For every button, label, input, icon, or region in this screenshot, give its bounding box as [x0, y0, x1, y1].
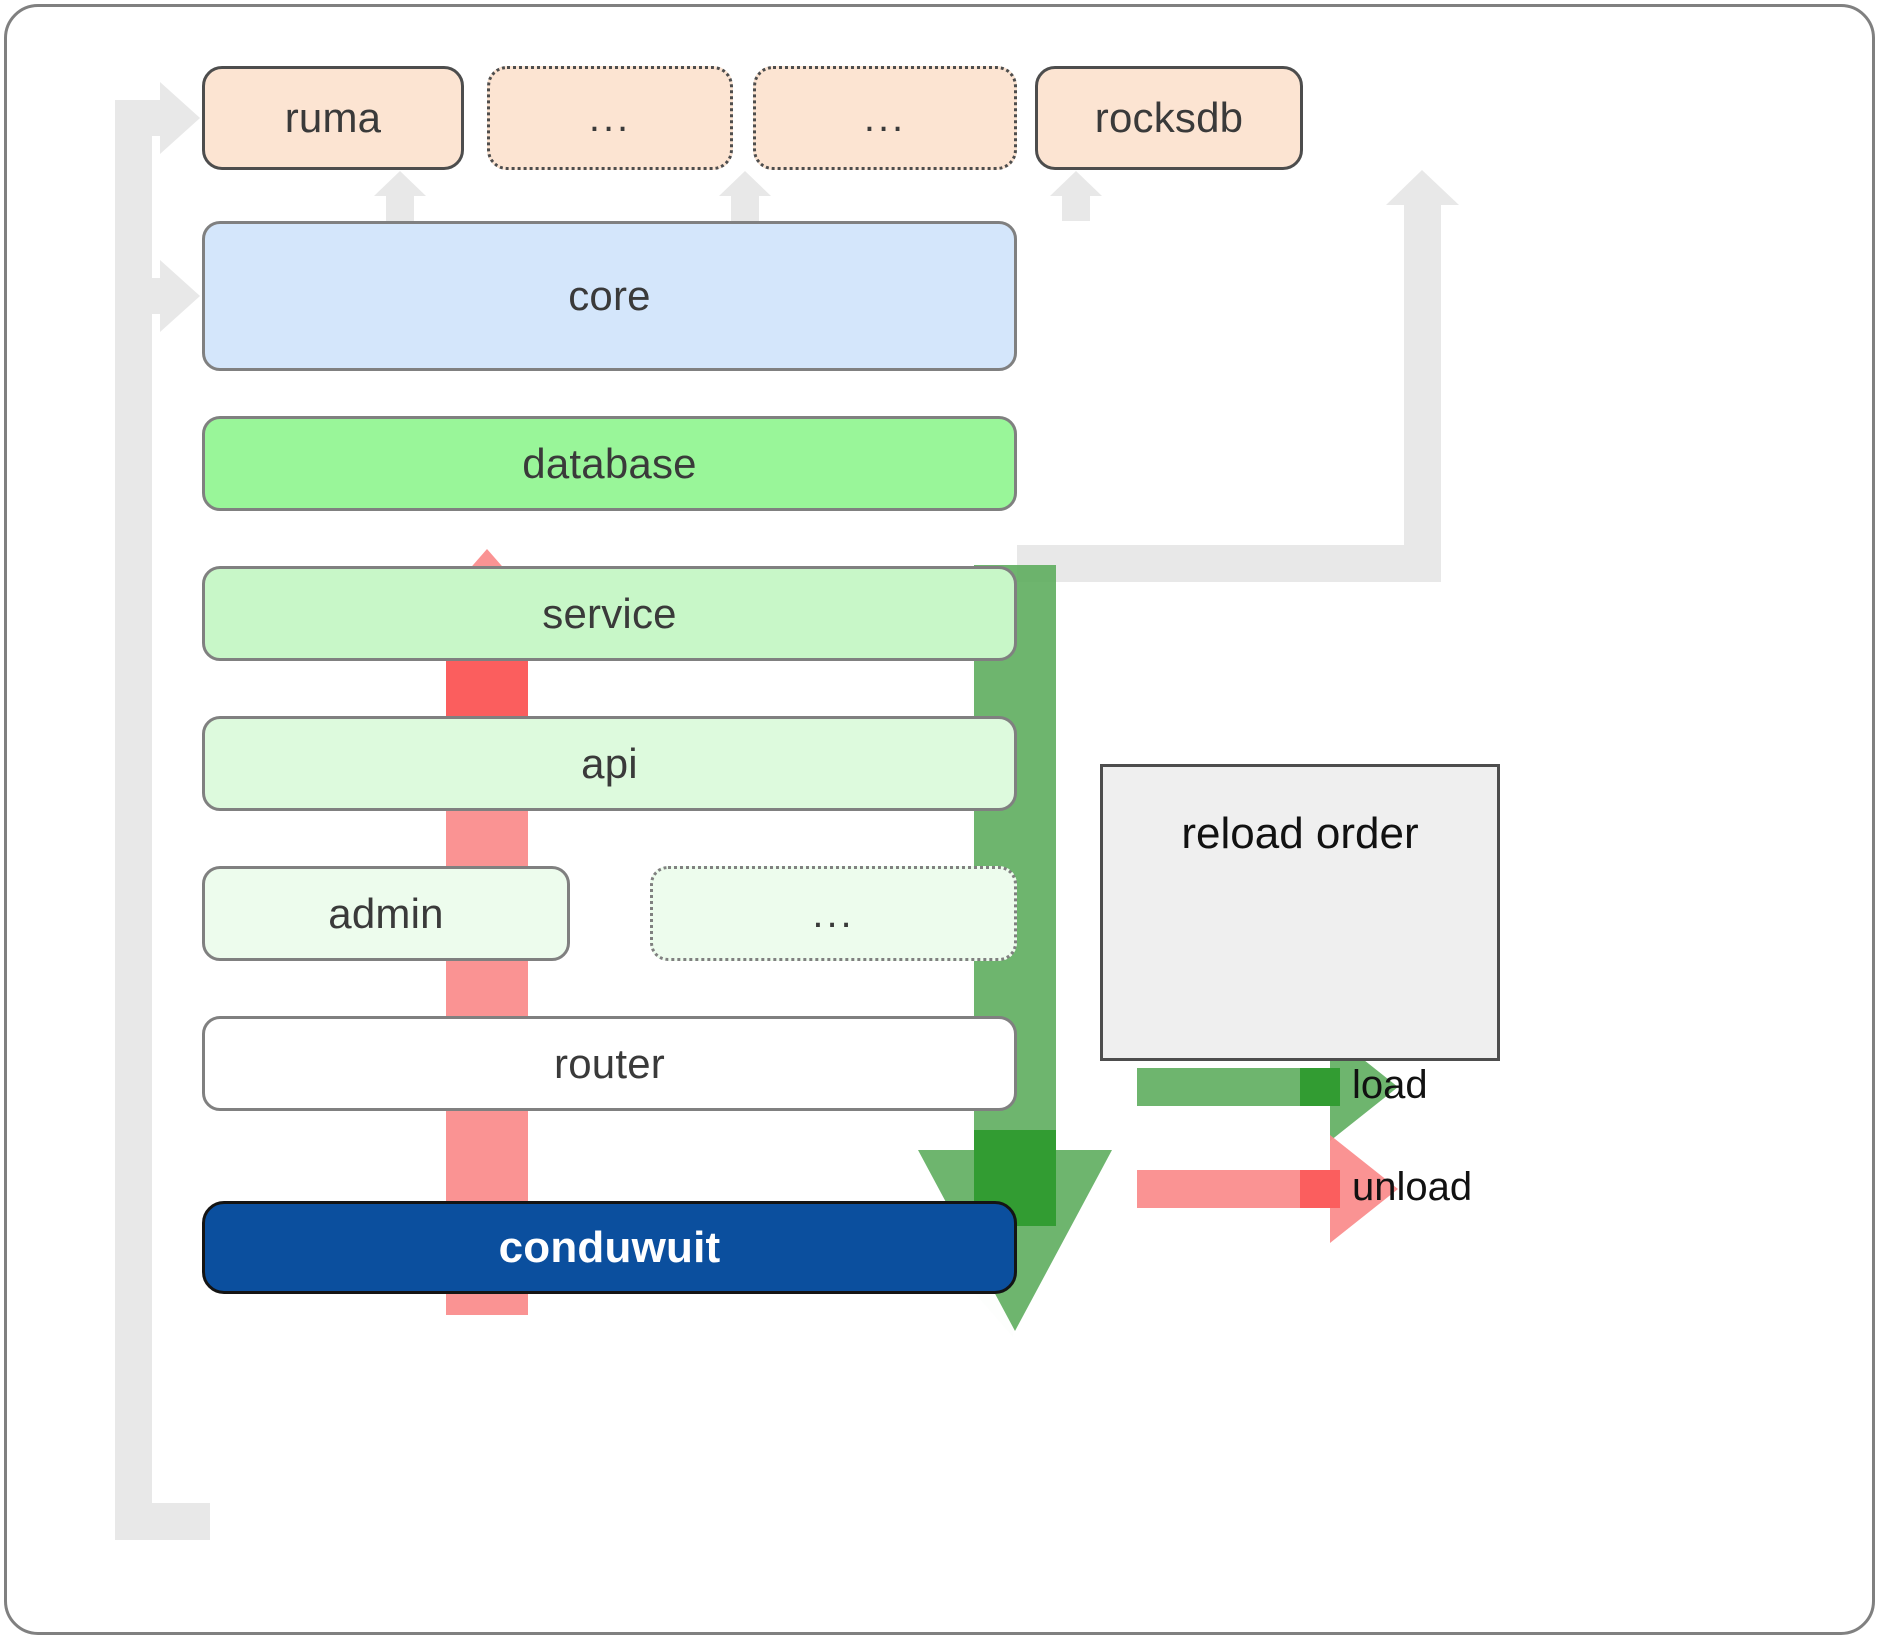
- node-core-label: core: [568, 272, 651, 319]
- node-dependency-placeholder-1[interactable]: ...: [487, 66, 733, 170]
- node-router-label: router: [554, 1039, 665, 1087]
- node-layer-placeholder[interactable]: ...: [650, 866, 1017, 961]
- node-admin-label: admin: [328, 889, 444, 937]
- node-api-label: api: [581, 739, 638, 787]
- legend-label-unload: unload: [1352, 1165, 1473, 1209]
- legend-title: reload order: [1181, 809, 1419, 858]
- node-layer-placeholder-label: ...: [812, 891, 855, 936]
- node-api[interactable]: api: [202, 716, 1017, 811]
- node-service-label: service: [542, 589, 677, 637]
- node-database[interactable]: database: [202, 416, 1017, 511]
- node-router[interactable]: router: [202, 1016, 1017, 1111]
- legend-label-load: load: [1352, 1063, 1428, 1107]
- node-dependency-placeholder-1-label: ...: [588, 96, 632, 140]
- node-service[interactable]: service: [202, 566, 1017, 661]
- legend-panel: reload order: [1100, 764, 1500, 1061]
- node-database-label: database: [522, 439, 697, 487]
- node-conduwuit[interactable]: conduwuit: [202, 1201, 1017, 1294]
- node-core[interactable]: core: [202, 221, 1017, 371]
- node-conduwuit-label: conduwuit: [498, 1222, 721, 1272]
- node-rocksdb-label: rocksdb: [1094, 94, 1244, 141]
- node-rocksdb[interactable]: rocksdb: [1035, 66, 1303, 170]
- node-dependency-placeholder-2-label: ...: [863, 96, 907, 140]
- node-ruma-label: ruma: [284, 94, 382, 141]
- node-admin[interactable]: admin: [202, 866, 570, 961]
- node-ruma[interactable]: ruma: [202, 66, 464, 170]
- node-dependency-placeholder-2[interactable]: ...: [753, 66, 1017, 170]
